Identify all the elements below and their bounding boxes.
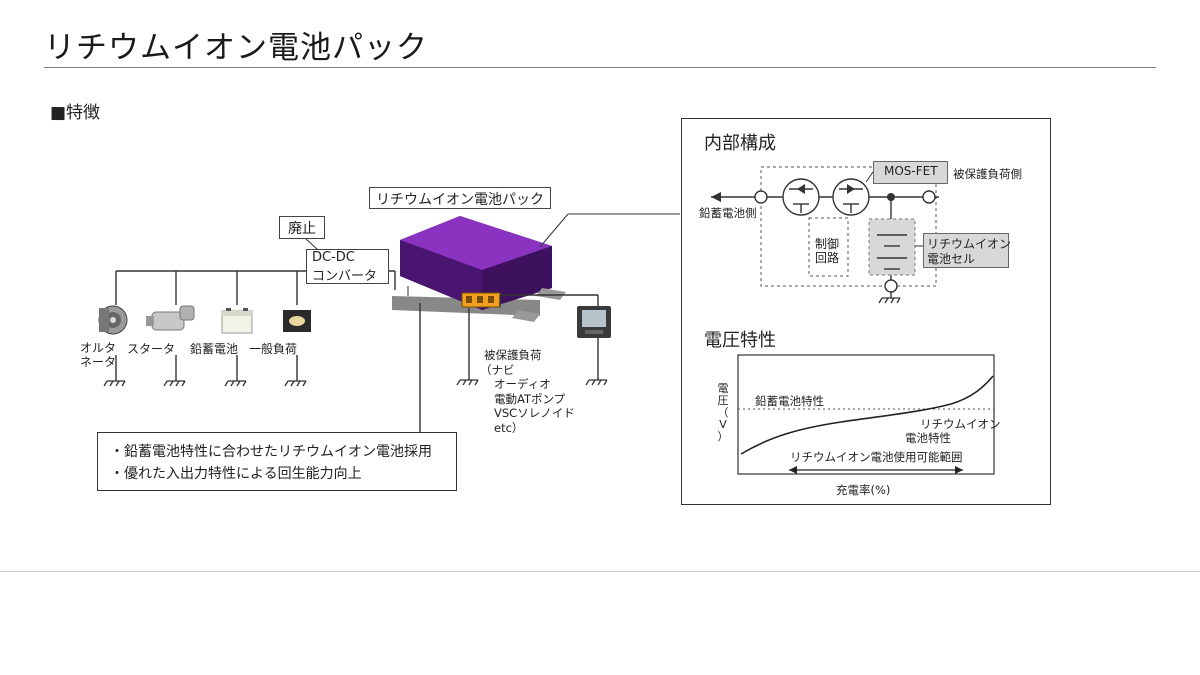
battery-pack-label: リチウムイオン電池パック bbox=[369, 187, 551, 209]
lead-battery-icon bbox=[221, 308, 253, 334]
battery-pack-image bbox=[392, 216, 566, 322]
ground-symbol bbox=[585, 379, 608, 386]
abolished-label: 廃止 bbox=[279, 216, 325, 239]
usable-range-label: リチウムイオン電池使用可能範囲 bbox=[790, 450, 963, 464]
load-label-general: 一般負荷 bbox=[249, 342, 298, 356]
internal-panel bbox=[681, 118, 1051, 505]
control-circuit-label-2: 回路 bbox=[815, 251, 840, 265]
protected-load-item: オーディオ bbox=[494, 377, 551, 391]
voltage-heading: 電圧特性 bbox=[704, 330, 776, 351]
protected-load-item: VSCソレノイド bbox=[494, 406, 575, 420]
li-curve-label-2: 電池特性 bbox=[905, 431, 951, 445]
internal-circuit bbox=[711, 166, 939, 304]
protected-load-item: etc） bbox=[494, 420, 524, 435]
ground-symbol bbox=[103, 380, 126, 387]
mosfet-icon bbox=[782, 178, 820, 216]
voltage-ylabel: 電 圧 （ V ） bbox=[717, 382, 729, 443]
internal-heading: 内部構成 bbox=[704, 133, 776, 154]
protected-load-item: （ナビ bbox=[480, 362, 515, 377]
ground-symbol bbox=[163, 380, 186, 387]
lead-side-label: 鉛蓄電池側 bbox=[699, 206, 757, 220]
mosfet-icon bbox=[832, 178, 870, 216]
page-title: リチウムイオン電池パック bbox=[44, 30, 428, 66]
title-divider bbox=[44, 67, 1156, 68]
dcdc-converter-box: DC-DC コンバータ bbox=[306, 249, 389, 284]
protected-load-item: 電動ATポンプ bbox=[494, 391, 566, 406]
ground-symbol bbox=[224, 380, 247, 387]
feature-item: ・優れた入出力特性による回生能力向上 bbox=[110, 466, 362, 482]
feature-item: ・鉛蓄電池特性に合わせたリチウムイオン電池採用 bbox=[110, 444, 432, 460]
control-circuit-label-1: 制御 bbox=[815, 237, 840, 251]
footer-divider bbox=[0, 571, 1200, 572]
voltage-xlabel: 充電率(%) bbox=[836, 483, 891, 497]
ground-symbol bbox=[878, 297, 901, 304]
li-curve-label-1: リチウムイオン bbox=[920, 417, 1001, 431]
section-heading: ■特徴 bbox=[50, 103, 101, 123]
mosfet-label: MOS-FET bbox=[873, 161, 948, 184]
load-label-lead-battery: 鉛蓄電池 bbox=[190, 342, 239, 356]
light-bulb-icon bbox=[283, 310, 311, 332]
system-diagram bbox=[98, 213, 680, 432]
lead-curve-label: 鉛蓄電池特性 bbox=[755, 394, 824, 408]
load-label-starter: スタータ bbox=[127, 342, 176, 356]
protected-load-item: 被保護負荷 bbox=[484, 348, 542, 362]
starter-icon bbox=[146, 305, 195, 331]
alternator-icon bbox=[98, 305, 128, 335]
li-ion-curve bbox=[740, 375, 994, 455]
protected-loads-list: 被保護負荷 （ナビ オーディオ 電動ATポンプ VSCソレノイド etc） bbox=[480, 348, 575, 435]
features-box: ・鉛蓄電池特性に合わせたリチウムイオン電池採用 ・優れた入出力特性による回生能力… bbox=[97, 432, 457, 491]
protected-side-label: 被保護負荷側 bbox=[953, 167, 1022, 181]
cell-label-box: リチウムイオン 電池セル bbox=[923, 233, 1011, 268]
ground-symbol bbox=[284, 380, 307, 387]
voltage-chart bbox=[737, 354, 995, 475]
load-label-alternator-2: ネータ bbox=[80, 355, 117, 369]
ground-symbol bbox=[456, 379, 479, 386]
navigation-unit-icon bbox=[577, 306, 611, 338]
load-label-alternator-1: オルタ bbox=[80, 341, 117, 355]
